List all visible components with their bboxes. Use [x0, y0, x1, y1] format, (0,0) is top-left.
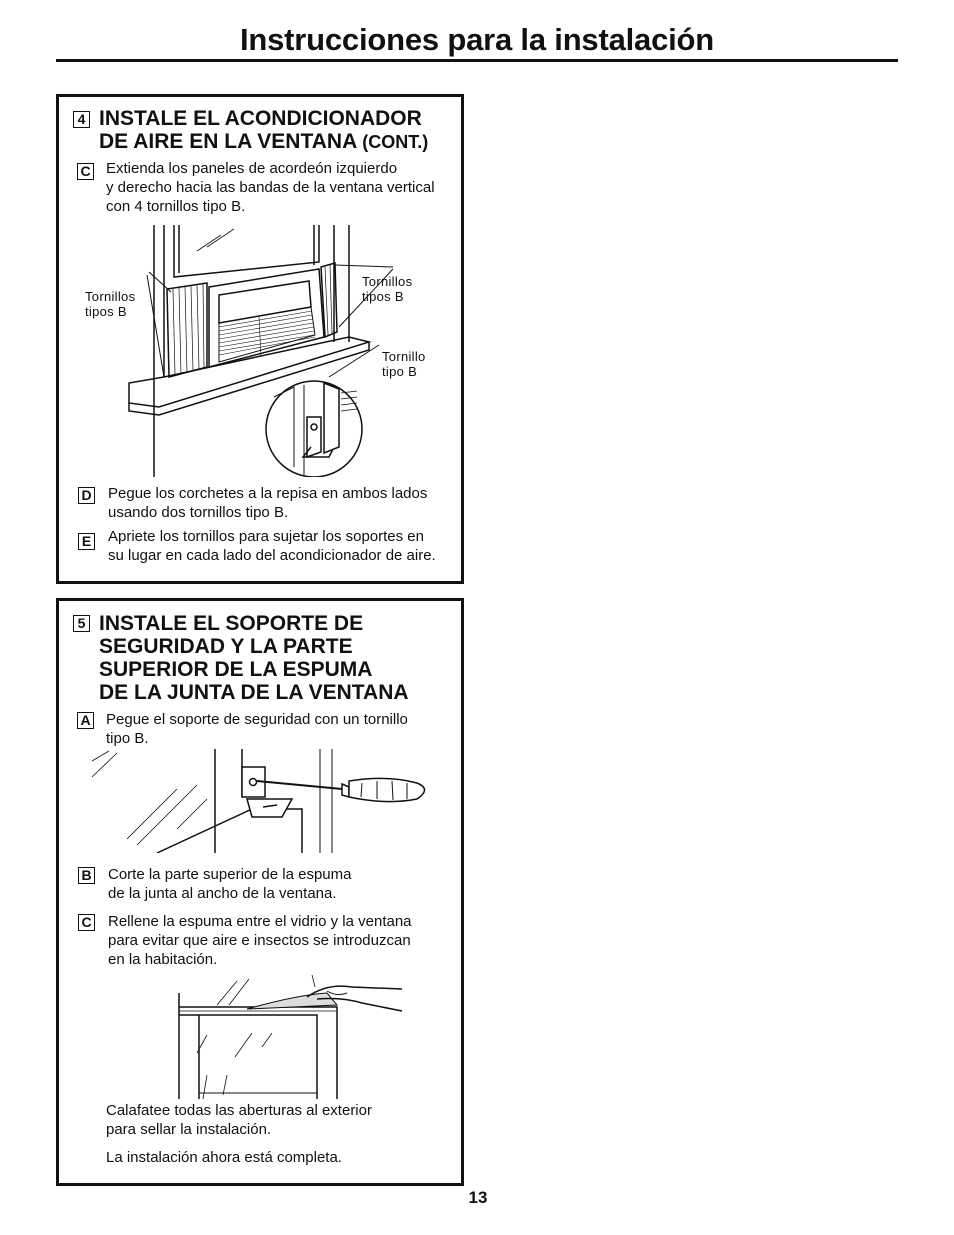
- text-line: para evitar que aire e insectos se intro…: [108, 932, 411, 949]
- foam-seal-illustration: [178, 975, 403, 1099]
- closing-text: Calafatee todas las aberturas al exterio…: [106, 1101, 372, 1139]
- figure-label: Tornillos tipos B: [362, 274, 412, 304]
- figure-label: Tornillos tipos B: [85, 289, 135, 319]
- step-letter: B: [78, 867, 95, 884]
- section-heading: INSTALE EL SOPORTE DE SEGURIDAD Y LA PAR…: [99, 612, 409, 704]
- step-letter: A: [77, 712, 94, 729]
- step-letter: E: [78, 533, 95, 550]
- text-line: su lugar en cada lado del acondicionador…: [108, 547, 436, 564]
- title-rule: [56, 59, 898, 62]
- section-5-box: 5 INSTALE EL SOPORTE DE SEGURIDAD Y LA P…: [56, 598, 464, 1186]
- final-note: La instalación ahora está completa.: [106, 1149, 342, 1166]
- heading-suffix: (CONT.): [362, 132, 429, 152]
- label-line: tipos B: [362, 289, 404, 304]
- heading-line: SUPERIOR DE LA ESPUMA: [99, 658, 373, 681]
- label-line: Tornillo: [382, 349, 426, 364]
- text-line: Apriete los tornillos para sujetar los s…: [108, 528, 424, 545]
- text-line: tipo B.: [106, 730, 149, 747]
- screwdriver-bracket-illustration: [91, 749, 426, 853]
- heading-line: SEGURIDAD Y LA PARTE: [99, 635, 353, 658]
- step-text: Pegue los corchetes a la repisa en ambos…: [108, 484, 427, 522]
- step-letter: C: [77, 163, 94, 180]
- step-text: Corte la parte superior de la espuma de …: [108, 865, 351, 903]
- label-line: tipos B: [85, 304, 127, 319]
- step-text: Extienda los paneles de acordeón izquier…: [106, 159, 435, 216]
- text-line: en la habitación.: [108, 951, 218, 968]
- section-4-box: 4 INSTALE EL ACONDICIONADOR DE AIRE EN L…: [56, 94, 464, 584]
- label-line: Tornillos: [362, 274, 413, 289]
- text-line: y derecho hacia las bandas de la ventana…: [106, 179, 435, 196]
- text-line: usando dos tornillos tipo B.: [108, 504, 289, 521]
- heading-line: DE AIRE EN LA VENTANA (CONT.): [99, 130, 428, 154]
- step-text: Rellene la espuma entre el vidrio y la v…: [108, 912, 412, 969]
- text-line: Corte la parte superior de la espuma: [108, 866, 352, 883]
- heading-line: INSTALE EL ACONDICIONADOR: [99, 107, 422, 130]
- step-text: Pegue el soporte de seguridad con un tor…: [106, 710, 408, 748]
- step-letter: D: [78, 487, 95, 504]
- text-line: Calafatee todas las aberturas al exterio…: [106, 1102, 372, 1119]
- label-line: tipo B: [382, 364, 418, 379]
- heading-text: DE AIRE EN LA VENTANA: [99, 130, 363, 153]
- figure-label: Tornillo tipo B: [382, 349, 426, 379]
- text-line: Extienda los paneles de acordeón izquier…: [106, 160, 398, 177]
- text-line: con 4 tornillos tipo B.: [106, 198, 246, 215]
- page-title: Instrucciones para la instalación: [239, 22, 715, 57]
- step-letter: C: [78, 914, 95, 931]
- section-number: 5: [73, 615, 90, 632]
- section-number: 4: [73, 111, 90, 128]
- accordion-panel-illustration: [128, 225, 394, 477]
- text-line: de la junta al ancho de la ventana.: [108, 885, 337, 902]
- heading-line: INSTALE EL SOPORTE DE: [99, 612, 364, 635]
- label-line: Tornillos: [85, 289, 136, 304]
- step-text: Apriete los tornillos para sujetar los s…: [108, 527, 436, 565]
- text-line: Rellene la espuma entre el vidrio y la v…: [108, 913, 412, 930]
- text-line: Pegue los corchetes a la repisa en ambos…: [108, 485, 428, 502]
- heading-line: DE LA JUNTA DE LA VENTANA: [99, 681, 409, 704]
- section-heading: INSTALE EL ACONDICIONADOR DE AIRE EN LA …: [99, 107, 428, 154]
- text-line: Pegue el soporte de seguridad con un tor…: [106, 711, 408, 728]
- page-number: 13: [468, 1188, 488, 1207]
- text-line: para sellar la instalación.: [106, 1121, 272, 1138]
